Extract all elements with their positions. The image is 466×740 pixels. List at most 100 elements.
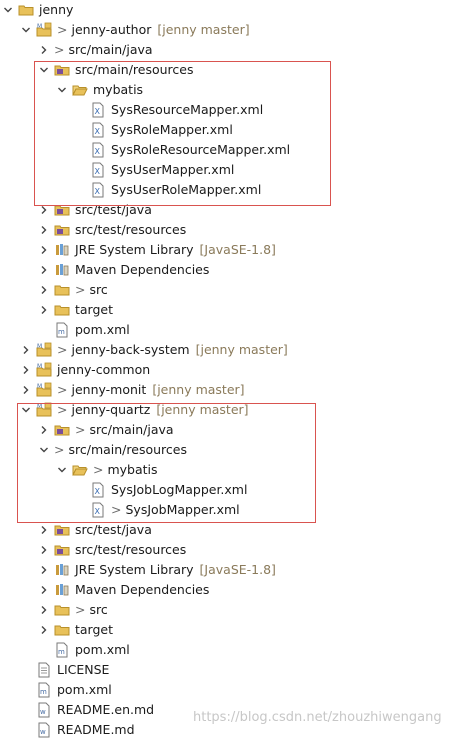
tree-item-author-mybatis[interactable]: mybatis xyxy=(56,80,143,100)
tree-item-quartz-src-test-resources[interactable]: src/test/resources xyxy=(38,540,186,560)
tree-item-label: src/main/resources xyxy=(75,62,194,77)
tree-item-quartz-mybatis[interactable]: >mybatis xyxy=(56,460,158,480)
git-decoration: [jenny master] xyxy=(156,402,249,417)
svg-text:M: M xyxy=(37,23,42,30)
tree-item-quartz-maven-deps[interactable]: Maven Dependencies xyxy=(38,580,209,600)
chevron-down-icon[interactable] xyxy=(2,0,14,20)
git-decoration: [JavaSE-1.8] xyxy=(199,562,276,577)
tree-item-author-src-test-resources[interactable]: src/test/resources xyxy=(38,220,186,240)
tree-item-label: src/main/resources xyxy=(68,442,187,457)
tree-item-author-src-test-java[interactable]: src/test/java xyxy=(38,200,152,220)
tree-item-license[interactable]: LICENSE xyxy=(20,660,109,680)
chevron-right-icon[interactable] xyxy=(20,340,32,360)
pom-file-icon: m xyxy=(36,682,52,698)
chevron-right-icon[interactable] xyxy=(38,600,50,620)
git-decoration: [jenny master] xyxy=(195,342,288,357)
tree-item-jenny-author[interactable]: M>jenny-author[jenny master] xyxy=(20,20,250,40)
chevron-right-icon[interactable] xyxy=(38,420,50,440)
chevron-right-icon[interactable] xyxy=(38,260,50,280)
tree-item-label: mybatis xyxy=(107,462,158,477)
tree-item-quartz-src[interactable]: >src xyxy=(38,600,108,620)
tree-item-jenny-monit[interactable]: M>jenny-monit[jenny master] xyxy=(20,380,245,400)
svg-text:w: w xyxy=(40,708,46,716)
tree-item-author-jre[interactable]: JRE System Library[JavaSE-1.8] xyxy=(38,240,276,260)
dirty-marker: > xyxy=(57,342,68,357)
chevron-right-icon[interactable] xyxy=(38,560,50,580)
pom-file-icon: m xyxy=(54,322,70,338)
tree-item-author-maven-deps[interactable]: Maven Dependencies xyxy=(38,260,209,280)
tree-item-quartz-jre[interactable]: JRE System Library[JavaSE-1.8] xyxy=(38,560,276,580)
tree-item-author-src-main-java[interactable]: >src/main/java xyxy=(38,40,153,60)
chevron-right-icon[interactable] xyxy=(38,200,50,220)
chevron-down-icon[interactable] xyxy=(20,20,32,40)
chevron-down-icon[interactable] xyxy=(38,60,50,80)
chevron-right-icon[interactable] xyxy=(38,520,50,540)
tree-item-author-target[interactable]: target xyxy=(38,300,113,320)
maven-project-icon: M xyxy=(36,22,52,38)
maven-project-icon: M xyxy=(36,342,52,358)
expander-spacer xyxy=(20,700,32,720)
xml-file-icon: X xyxy=(90,502,106,518)
dirty-marker: > xyxy=(54,42,65,57)
tree-item-quartz-src-main-resources[interactable]: >src/main/resources xyxy=(38,440,187,460)
chevron-right-icon[interactable] xyxy=(20,380,32,400)
tree-item-quartz-target[interactable]: target xyxy=(38,620,113,640)
expander-spacer xyxy=(38,320,50,340)
tree-item-label: pom.xml xyxy=(75,642,130,657)
chevron-right-icon[interactable] xyxy=(38,220,50,240)
tree-item-quartz-src-main-java[interactable]: >src/main/java xyxy=(38,420,174,440)
source-folder-icon xyxy=(54,522,70,538)
markdown-file-icon: w xyxy=(36,722,52,738)
chevron-right-icon[interactable] xyxy=(38,540,50,560)
chevron-right-icon[interactable] xyxy=(38,40,50,60)
tree-item-jenny-quartz[interactable]: M>jenny-quartz[jenny master] xyxy=(20,400,249,420)
svg-text:w: w xyxy=(40,728,46,736)
chevron-down-icon[interactable] xyxy=(56,460,68,480)
tree-item-SysJobLogMapper[interactable]: X SysJobLogMapper.xml xyxy=(74,480,247,500)
tree-item-label: src xyxy=(89,602,108,617)
expander-spacer xyxy=(74,120,86,140)
chevron-down-icon[interactable] xyxy=(56,80,68,100)
tree-item-author-src-main-resources[interactable]: src/main/resources xyxy=(38,60,193,80)
folder-icon xyxy=(54,602,70,618)
chevron-right-icon[interactable] xyxy=(38,620,50,640)
library-icon xyxy=(54,562,70,578)
chevron-right-icon[interactable] xyxy=(20,360,32,380)
tree-item-author-src[interactable]: >src xyxy=(38,280,108,300)
tree-item-label: jenny-monit xyxy=(71,382,147,397)
chevron-right-icon[interactable] xyxy=(38,300,50,320)
chevron-down-icon[interactable] xyxy=(20,400,32,420)
chevron-down-icon[interactable] xyxy=(38,440,50,460)
tree-item-label: SysJobLogMapper.xml xyxy=(111,482,248,497)
svg-text:M: M xyxy=(37,383,42,390)
chevron-right-icon[interactable] xyxy=(38,280,50,300)
expander-spacer xyxy=(74,160,86,180)
git-decoration: [JavaSE-1.8] xyxy=(199,242,276,257)
tree-item-SysJobMapper[interactable]: X>SysJobMapper.xml xyxy=(74,500,240,520)
tree-item-jenny-back-system[interactable]: M>jenny-back-system[jenny master] xyxy=(20,340,288,360)
tree-item-quartz-pom[interactable]: m pom.xml xyxy=(38,640,130,660)
chevron-right-icon[interactable] xyxy=(38,240,50,260)
tree-item-quartz-src-test-java[interactable]: src/test/java xyxy=(38,520,152,540)
tree-item-label: jenny-common xyxy=(57,362,151,377)
chevron-right-icon[interactable] xyxy=(38,580,50,600)
svg-text:m: m xyxy=(58,648,65,656)
xml-file-icon: X xyxy=(90,142,106,158)
xml-file-icon: X xyxy=(90,102,106,118)
xml-file-icon: X xyxy=(90,482,106,498)
markdown-file-icon: w xyxy=(36,702,52,718)
tree-item-label: src/main/java xyxy=(89,422,174,437)
tree-item-jenny[interactable]: jenny xyxy=(2,0,73,20)
svg-text:X: X xyxy=(95,187,101,196)
expander-spacer xyxy=(20,720,32,740)
